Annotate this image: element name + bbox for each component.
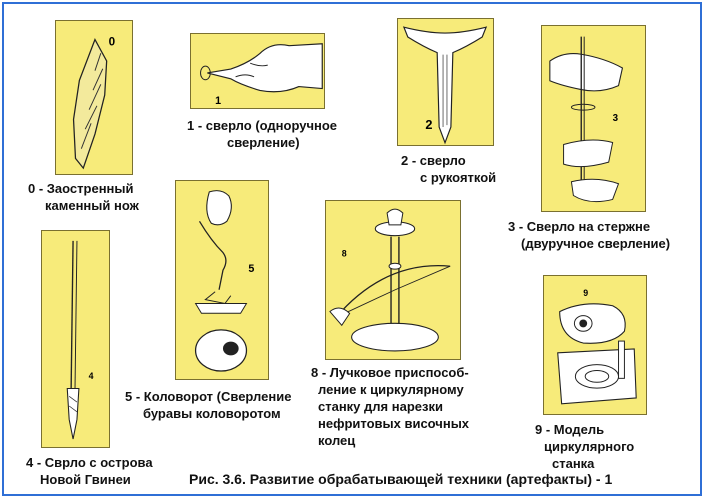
caption-line: 1 - сверло (одноручное	[187, 118, 338, 133]
artifact-1-number: 1	[215, 95, 221, 107]
artifact-4-image: 4	[41, 230, 110, 448]
artifact-5-caption: 5 - Коловорот (Сверление буравы коловоро…	[125, 388, 291, 422]
stone-knife-drawing: 0	[72, 35, 116, 170]
figure-title: Рис. 3.6. Развитие обрабатывающей техник…	[189, 471, 613, 487]
artifact-0-caption: 0 - Заостренный каменный нож	[28, 180, 139, 214]
caption-line: станку для нарезки	[318, 399, 443, 414]
artifact-8-number: 8	[342, 248, 347, 258]
caption-line: ление к циркулярному	[318, 382, 464, 397]
circular-machine-drawing: 9	[557, 288, 637, 405]
artifact-3-number: 3	[613, 113, 619, 124]
artifact-9-number: 9	[583, 288, 588, 298]
brace-drill-drawing: 5	[194, 190, 254, 372]
caption-line: сверление)	[227, 135, 300, 150]
caption-line: колец	[318, 433, 356, 448]
new-guinea-drill-drawing: 4	[66, 240, 94, 440]
caption-line: (двуручное сверление)	[521, 236, 671, 251]
hand-drill-drawing: 1	[200, 43, 323, 107]
artifact-3-caption: 3 - Сверло на стержне (двуручное сверлен…	[508, 218, 670, 252]
shaft-drill-drawing: 3	[549, 36, 624, 203]
caption-line: Новой Гвинеи	[40, 472, 131, 487]
artifact-9-caption: 9 - Модель циркулярного станка	[535, 421, 634, 472]
artifact-0-number: 0	[109, 35, 116, 48]
caption-line: 4 - Сврло с острова	[26, 455, 153, 470]
handle-drill-drawing: 2	[402, 26, 488, 145]
artifact-5-image: 5	[175, 180, 269, 380]
artifact-4-caption: 4 - Сврло с острова Новой Гвинеи	[26, 454, 153, 488]
artifact-5-number: 5	[248, 263, 254, 275]
caption-line: 0 - Заостренный	[28, 181, 134, 196]
caption-line: циркулярного	[544, 439, 635, 454]
caption-line: буравы коловоротом	[143, 406, 281, 421]
artifact-8-image: 8	[325, 200, 461, 360]
caption-line: 5 - Коловорот (Сверление	[125, 389, 292, 404]
artifact-0-image: 0	[55, 20, 133, 175]
artifact-8-caption: 8 - Лучковое приспособ- ление к циркуляр…	[311, 364, 469, 449]
caption-line: с рукояткой	[420, 170, 497, 185]
artifact-3-image: 3	[541, 25, 646, 212]
caption-line: 9 - Модель	[535, 422, 605, 437]
artifact-2-image: 2	[397, 18, 494, 146]
artifact-4-number: 4	[89, 371, 94, 381]
caption-line: 8 - Лучковое приспособ-	[311, 365, 469, 380]
caption-line: станка	[552, 456, 595, 471]
artifact-9-image: 9	[543, 275, 647, 415]
artifact-1-caption: 1 - сверло (одноручное сверление)	[187, 117, 337, 151]
caption-line: каменный нож	[45, 198, 139, 213]
caption-line: нефритовых височных	[318, 416, 470, 431]
artifact-1-image: 1	[190, 33, 325, 109]
artifact-2-caption: 2 - сверло с рукояткой	[401, 152, 496, 186]
caption-line: 2 - сверло	[401, 153, 466, 168]
artifact-2-number: 2	[425, 117, 432, 132]
bow-device-drawing: 8	[329, 208, 451, 352]
caption-line: 3 - Сверло на стержне	[508, 219, 651, 234]
